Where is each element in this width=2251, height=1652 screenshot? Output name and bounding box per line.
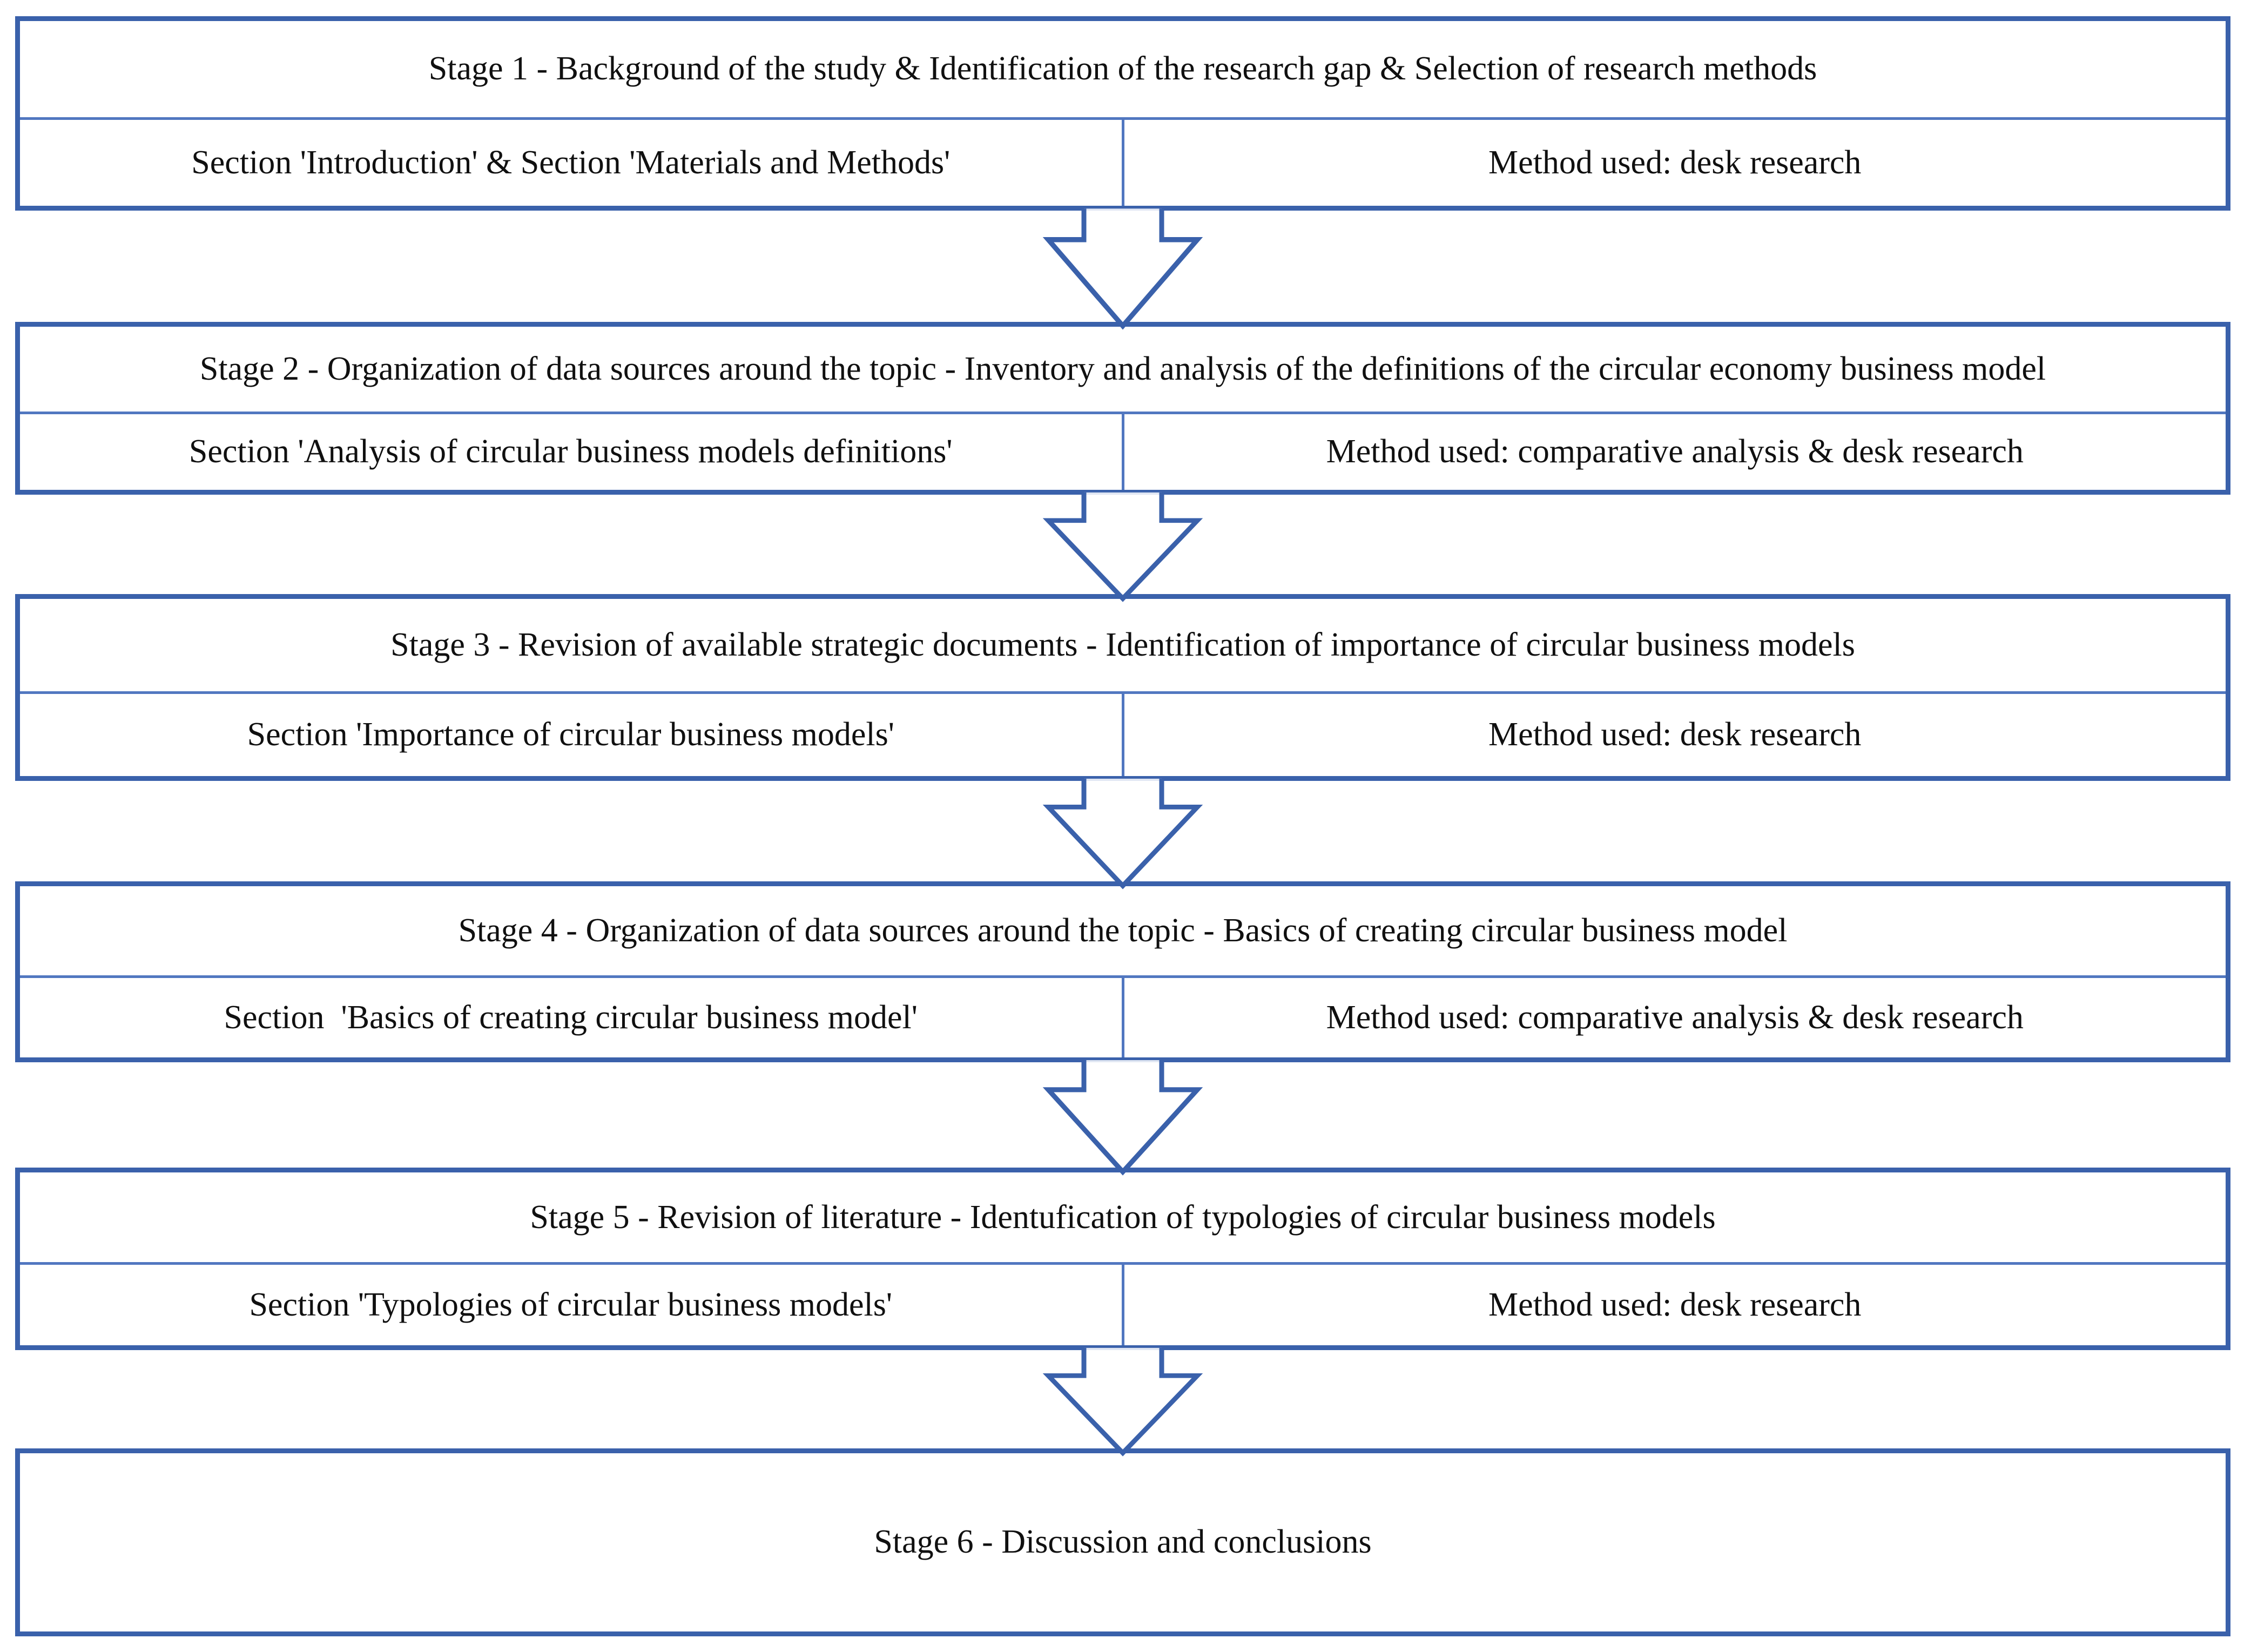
method-text: Method used: desk research <box>1488 144 1862 181</box>
stage-title: Stage 2 - Organization of data sources a… <box>20 327 2226 412</box>
stage-detail-row: Section 'Introduction' & Section 'Materi… <box>20 117 2226 206</box>
stage-box: Stage 2 - Organization of data sources a… <box>15 322 2230 495</box>
section-text: Section 'Typologies of circular business… <box>249 1286 893 1324</box>
down-arrow-icon <box>1042 1347 1203 1457</box>
method-cell: Method used: desk research <box>1121 1265 2226 1345</box>
down-arrow <box>1042 1060 1203 1176</box>
method-cell: Method used: comparative analysis & desk… <box>1121 414 2226 490</box>
stage-title-text: Stage 3 - Revision of available strategi… <box>390 626 1855 663</box>
method-cell: Method used: desk research <box>1121 120 2226 206</box>
down-arrow <box>1042 492 1203 602</box>
stage-title: Stage 3 - Revision of available strategi… <box>20 599 2226 691</box>
stage-box: Stage 3 - Revision of available strategi… <box>15 594 2230 781</box>
method-text: Method used: comparative analysis & desk… <box>1326 433 2024 470</box>
stage-title-text: Stage 2 - Organization of data sources a… <box>199 350 2046 387</box>
stage-box: Stage 4 - Organization of data sources a… <box>15 881 2230 1062</box>
method-cell: Method used: comparative analysis & desk… <box>1121 977 2226 1057</box>
stage-detail-row: Section 'Importance of circular business… <box>20 691 2226 776</box>
down-arrow <box>1042 1347 1203 1457</box>
section-text: Section 'Basics of creating circular bus… <box>224 999 918 1036</box>
section-cell: Section 'Importance of circular business… <box>20 694 1122 776</box>
down-arrow-icon <box>1042 778 1203 889</box>
method-cell: Method used: desk research <box>1121 693 2226 776</box>
stage-box: Stage 1 - Background of the study & Iden… <box>15 16 2230 211</box>
stage-title-text: Stage 6 - Discussion and conclusions <box>874 1523 1372 1561</box>
section-cell: Section 'Analysis of circular business m… <box>20 414 1122 490</box>
stage-box: Stage 6 - Discussion and conclusions <box>15 1448 2230 1636</box>
section-text: Section 'Importance of circular business… <box>247 716 894 753</box>
research-stages-flowchart: Stage 1 - Background of the study & Iden… <box>15 16 2230 1636</box>
stage-title-text: Stage 5 - Revision of literature - Ident… <box>530 1198 1716 1236</box>
section-cell: Section 'Basics of creating circular bus… <box>20 978 1122 1057</box>
stage-box: Stage 5 - Revision of literature - Ident… <box>15 1168 2230 1350</box>
method-text: Method used: comparative analysis & desk… <box>1326 999 2024 1036</box>
down-arrow <box>1042 208 1203 330</box>
method-text: Method used: desk research <box>1488 716 1862 753</box>
section-text: Section 'Analysis of circular business m… <box>188 433 953 470</box>
stage-detail-row: Section 'Basics of creating circular bus… <box>20 975 2226 1057</box>
down-arrow-icon <box>1042 208 1203 330</box>
down-arrow-icon <box>1042 492 1203 602</box>
stage-detail-row: Section 'Analysis of circular business m… <box>20 411 2226 490</box>
section-text: Section 'Introduction' & Section 'Materi… <box>191 144 951 181</box>
down-arrow-icon <box>1042 1060 1203 1176</box>
stage-title: Stage 4 - Organization of data sources a… <box>20 886 2226 975</box>
stage-detail-row: Section 'Typologies of circular business… <box>20 1262 2226 1345</box>
down-arrow <box>1042 778 1203 889</box>
section-cell: Section 'Introduction' & Section 'Materi… <box>20 120 1122 206</box>
stage-title: Stage 5 - Revision of literature - Ident… <box>20 1172 2226 1262</box>
stage-title-text: Stage 1 - Background of the study & Iden… <box>428 50 1817 87</box>
method-text: Method used: desk research <box>1488 1286 1862 1324</box>
stage-title-text: Stage 4 - Organization of data sources a… <box>458 912 1788 949</box>
stage-title: Stage 6 - Discussion and conclusions <box>20 1453 2226 1631</box>
stage-title: Stage 1 - Background of the study & Iden… <box>20 21 2226 117</box>
section-cell: Section 'Typologies of circular business… <box>20 1265 1122 1345</box>
